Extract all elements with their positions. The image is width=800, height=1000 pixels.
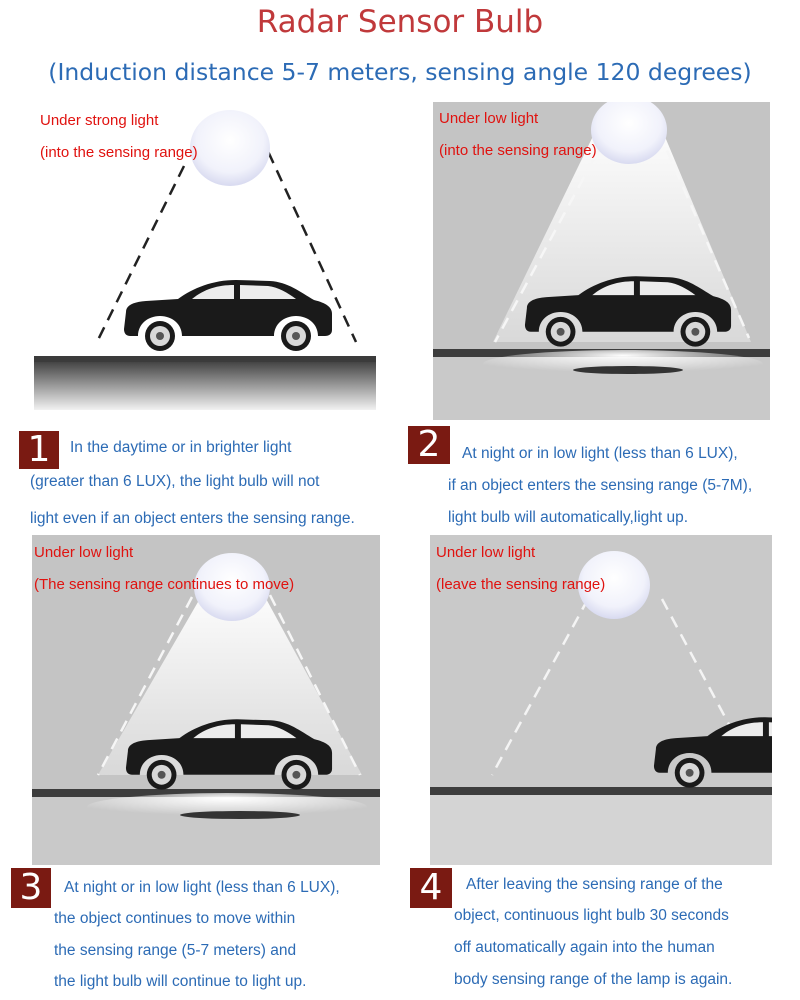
scene-3-label: Under low light <box>34 544 134 561</box>
step-3-desc-line-4: the light bulb will continue to light up… <box>54 973 307 990</box>
scene-strong-light <box>34 104 376 410</box>
scene-1-label: Under strong light <box>40 112 159 129</box>
bulb-icon <box>190 110 270 186</box>
step-3-desc-line-3: the sensing range (5-7 meters) and <box>54 942 297 959</box>
bulb-icon <box>591 102 667 164</box>
step-4-desc-line-4: body sensing range of the lamp is again. <box>454 971 733 988</box>
scene-2-sublabel: (into the sensing range) <box>439 142 597 159</box>
car-icon <box>124 280 332 351</box>
scene-2-label: Under low light <box>439 110 539 127</box>
bulb-icon <box>194 553 270 621</box>
scene-low-light-leave <box>430 535 772 865</box>
step-1-badge: 1 <box>19 431 59 469</box>
step-4-badge: 4 <box>410 868 452 908</box>
step-1-desc-line-3: light even if an object enters the sensi… <box>30 510 355 527</box>
scene-4-sublabel: (leave the sensing range) <box>436 576 606 593</box>
step-2-desc-line-1: At night or in low light (less than 6 LU… <box>462 445 738 462</box>
scene-low-light-enter <box>433 102 770 420</box>
step-2-desc-line-3: light bulb will automatically,light up. <box>448 509 689 526</box>
step-4-desc-line-2: object, continuous light bulb 30 seconds <box>454 907 729 924</box>
step-1-desc-line-2: (greater than 6 LUX), the light bulb wil… <box>30 473 320 490</box>
scene-low-light-move <box>32 535 380 865</box>
step-4-desc-line-1: After leaving the sensing range of the <box>466 876 723 893</box>
scene-4-label: Under low light <box>436 544 536 561</box>
step-4-desc-line-3: off automatically again into the human <box>454 939 715 956</box>
scene-3-sublabel: (The sensing range continues to move) <box>34 576 295 593</box>
step-1-desc-line-1: In the daytime or in brighter light <box>70 439 292 456</box>
step-2-badge: 2 <box>408 426 450 464</box>
step-2-desc-line-2: if an object enters the sensing range (5… <box>448 477 753 494</box>
scene-1-sublabel: (into the sensing range) <box>40 144 198 161</box>
page-subtitle: (Induction distance 5-7 meters, sensing … <box>48 58 752 86</box>
page-title: Radar Sensor Bulb <box>256 4 544 40</box>
step-3-desc-line-2: the object continues to move within <box>54 910 296 927</box>
step-3-desc-line-1: At night or in low light (less than 6 LU… <box>64 879 340 896</box>
step-3-badge: 3 <box>11 868 51 908</box>
car-icon <box>653 717 772 788</box>
bulb-icon <box>578 551 650 619</box>
